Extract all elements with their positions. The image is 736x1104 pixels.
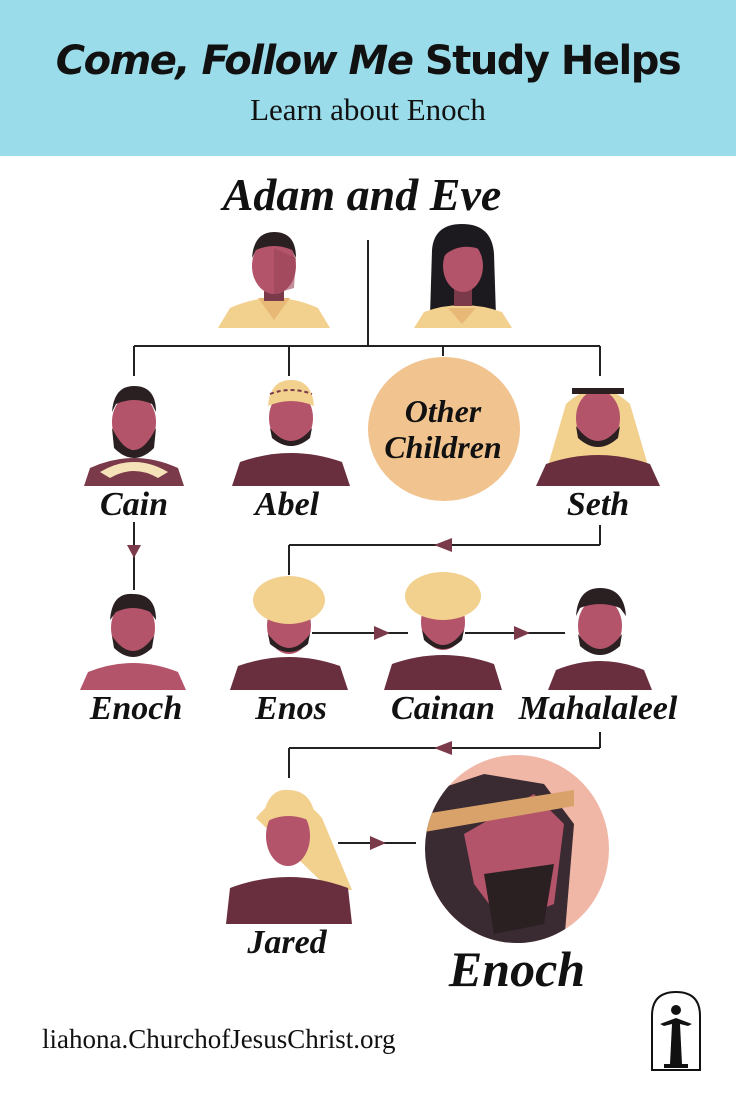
arrow-down-icon xyxy=(127,545,141,558)
name-cainan: Cainan xyxy=(391,690,495,727)
name-mahalaleel: Mahalaleel xyxy=(518,690,678,727)
name-enos: Enos xyxy=(255,690,327,727)
root-label: Adam and Eve xyxy=(222,169,502,220)
name-seth: Seth xyxy=(566,486,630,523)
name-enoch-main: Enoch xyxy=(448,941,586,997)
name-cain: Cain xyxy=(99,486,169,523)
cainan-portrait xyxy=(384,572,502,690)
arrow-right-icon xyxy=(514,626,530,640)
title-rest-part: Study Helps xyxy=(412,38,682,84)
page-subtitle: Learn about Enoch xyxy=(250,92,486,127)
name-jared: Jared xyxy=(247,924,327,961)
name-enoch-son-of-cain: Enoch xyxy=(89,690,183,727)
jared-portrait xyxy=(226,789,352,924)
page-title: Come, Follow Me Study Helps xyxy=(0,38,736,84)
other-children-line-2: Children xyxy=(384,429,502,465)
other-children-circle xyxy=(368,357,520,501)
title-italic-part: Come, Follow Me xyxy=(55,38,414,84)
footer-url[interactable]: liahona.ChurchofJesusChrist.org xyxy=(42,1024,396,1054)
abel-portrait xyxy=(232,380,350,486)
arrow-left-icon xyxy=(434,538,452,552)
enoch-main-portrait xyxy=(425,755,609,943)
name-abel: Abel xyxy=(254,486,320,523)
arrow-right-icon xyxy=(370,836,386,850)
mahalaleel-portrait xyxy=(548,588,652,690)
enoch-son-of-cain-portrait xyxy=(80,593,186,690)
header-banner: Come, Follow Me Study Helps Learn about … xyxy=(0,0,736,156)
cain-portrait xyxy=(84,386,184,486)
seth-portrait xyxy=(536,388,660,486)
other-children-label: Other Children xyxy=(384,393,501,465)
other-children-line-1: Other xyxy=(404,393,482,429)
adam-portrait xyxy=(218,232,330,328)
enos-portrait xyxy=(230,576,348,690)
eve-portrait xyxy=(414,224,512,328)
arrow-left-icon xyxy=(434,741,452,755)
arrow-right-icon xyxy=(374,626,390,640)
christus-statue-icon xyxy=(651,990,701,1071)
